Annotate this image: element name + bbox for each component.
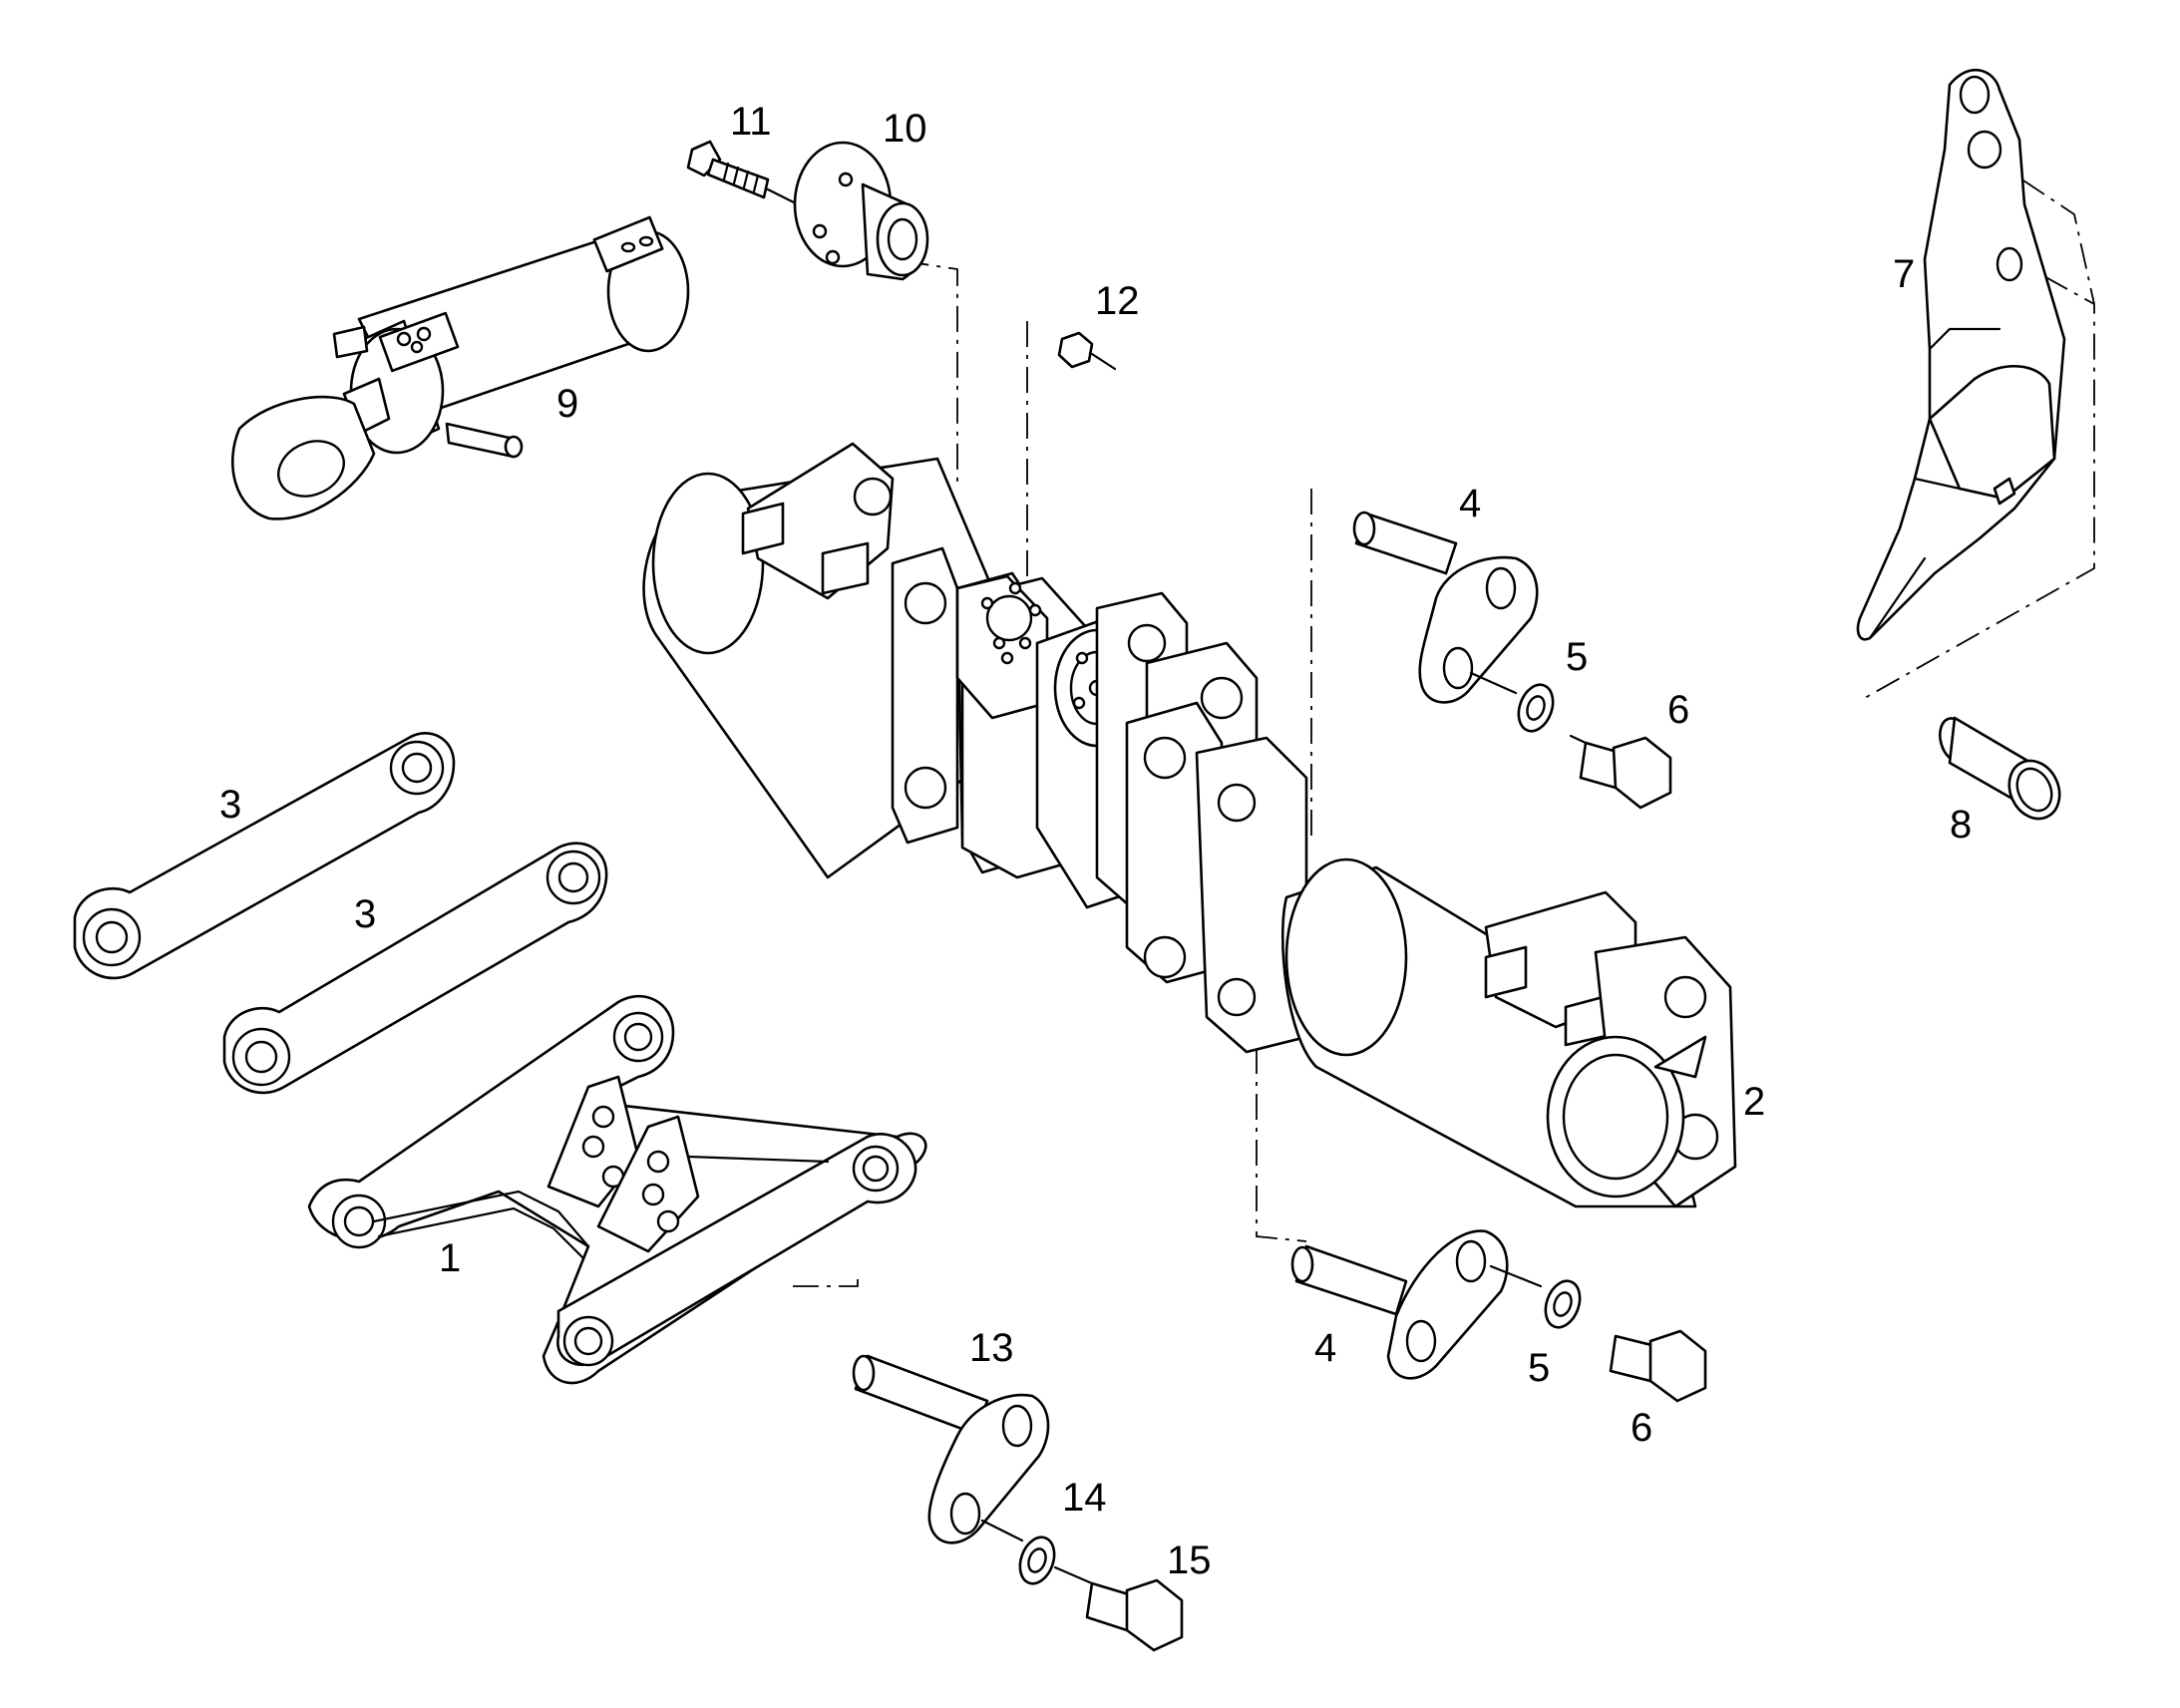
washer-part-14	[1018, 1536, 1056, 1585]
frame-bracket-part-1	[307, 994, 927, 1385]
callout-13: 13	[969, 1326, 1014, 1370]
callout-6-lower: 6	[1631, 1406, 1652, 1450]
bolt-part-11	[686, 140, 800, 206]
callout-2: 2	[1743, 1080, 1765, 1124]
callout-1: 1	[439, 1236, 461, 1280]
lever-arm-part-7	[1856, 68, 2066, 641]
callout-labels: 1 2 3 3 4 4 5 5 6 6 7 8 9 10 11 12 13 14…	[219, 100, 1972, 1582]
hydraulic-cylinder-part-9	[231, 215, 690, 520]
callout-12: 12	[1095, 279, 1140, 323]
callout-3-upper: 3	[219, 783, 241, 827]
bolt-part-6-upper	[1569, 734, 1672, 810]
pin-plate-part-13	[852, 1354, 1050, 1544]
nut-part-12	[1057, 331, 1117, 371]
pin-plate-part-4-lower	[1290, 1229, 1543, 1380]
link-part-3-upper	[73, 732, 456, 980]
callout-5-lower: 5	[1528, 1346, 1550, 1390]
callout-6-upper: 6	[1667, 688, 1689, 732]
callout-9: 9	[556, 382, 578, 426]
callout-4-lower: 4	[1314, 1326, 1336, 1370]
callout-10: 10	[883, 107, 927, 151]
pin-part-8	[1939, 716, 2061, 821]
axle-housing-part-2	[642, 442, 1737, 1208]
callout-11: 11	[730, 100, 772, 144]
callout-3-lower: 3	[354, 892, 376, 936]
callout-4-upper: 4	[1459, 482, 1481, 525]
bolt-part-6-lower	[1609, 1329, 1707, 1403]
flange-bushing-part-10	[793, 141, 929, 281]
link-part-3-lower	[222, 842, 608, 1095]
callout-7: 7	[1893, 252, 1915, 296]
pin-plate-part-4-upper	[1352, 511, 1539, 704]
callout-15: 15	[1167, 1538, 1212, 1582]
bolt-part-15	[1053, 1565, 1184, 1652]
washer-part-5-upper	[1517, 683, 1555, 733]
callout-8: 8	[1950, 803, 1972, 847]
callout-5-upper: 5	[1566, 635, 1588, 679]
callout-14: 14	[1062, 1476, 1107, 1520]
washer-part-5-lower	[1544, 1279, 1582, 1329]
